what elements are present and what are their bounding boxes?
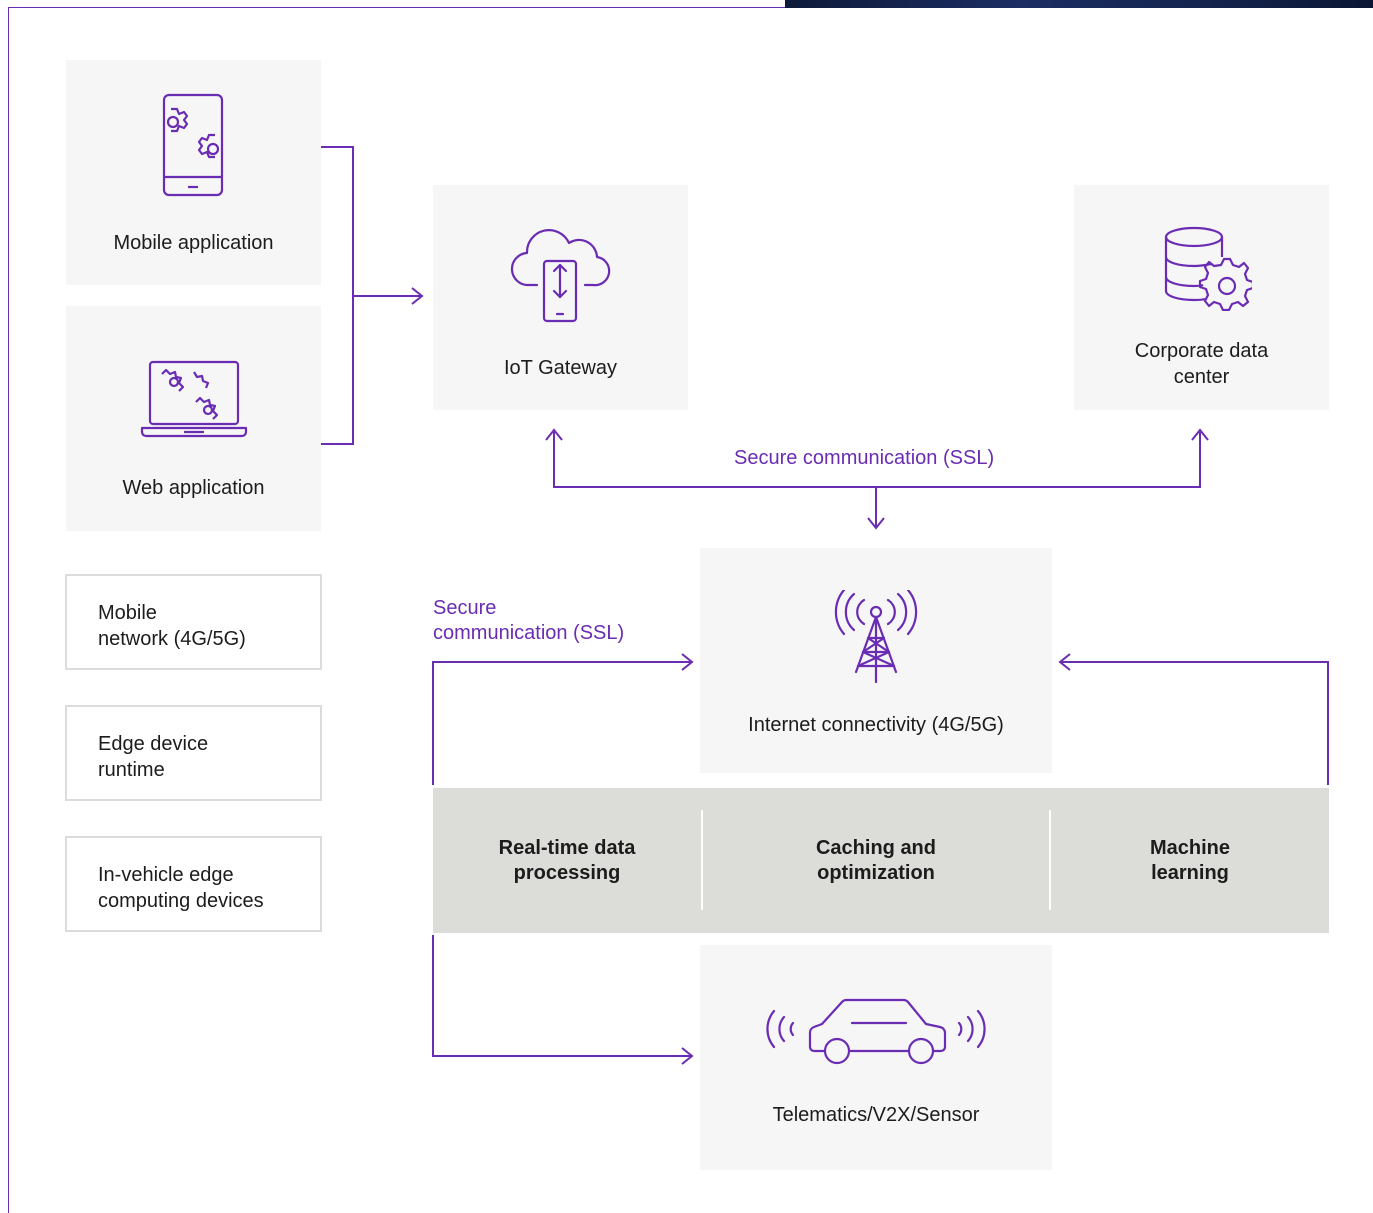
legend-box-mobile-network-label: Mobile network (4G/5G) <box>98 602 246 650</box>
internet-connectivity-node: Internet connectivity (4G/5G) <box>700 548 1052 773</box>
band-separator <box>1049 810 1051 910</box>
legend-box-in-vehicle-devices-label: In-vehicle edge computing devices <box>98 864 264 912</box>
iot-gateway-label: IoT Gateway <box>503 357 618 379</box>
ml-to-internet-line <box>1060 661 1329 785</box>
corporate-data-center-label: Corporate data center <box>1134 340 1269 388</box>
edge-to-internet-line <box>432 661 692 785</box>
internet-connectivity-label: Internet connectivity (4G/5G) <box>748 714 1004 736</box>
secure-communication-left-label: Secure communication (SSL) <box>433 597 625 644</box>
gateway-up-arrowhead <box>545 428 563 441</box>
cell-tower-icon <box>834 590 918 684</box>
database-gear-icon <box>1164 226 1252 311</box>
legend-box-edge-runtime: Edge device runtime <box>65 705 322 801</box>
cloud-phone-sync-icon <box>510 229 611 323</box>
secure-communication-top-label: Secure communication (SSL) <box>734 447 995 469</box>
apps-to-gateway-arrowhead <box>411 287 424 305</box>
bus-to-internet-arrowhead <box>867 517 885 530</box>
frame-top-border <box>8 7 785 8</box>
smartphone-gears-icon <box>162 93 224 197</box>
web-application-node: Web application <box>66 306 321 531</box>
telematics-label: Telematics/V2X/Sensor <box>772 1104 980 1126</box>
mobile-application-label: Mobile application <box>113 232 274 254</box>
telematics-node: Telematics/V2X/Sensor <box>700 945 1052 1170</box>
edge-to-internet-arrowhead <box>681 653 694 671</box>
ml-to-internet-arrowhead <box>1058 653 1071 671</box>
legend-box-mobile-network: Mobile network (4G/5G) <box>65 574 322 670</box>
edge-to-telematics-arrowhead <box>681 1047 694 1065</box>
web-application-label: Web application <box>122 477 265 499</box>
datacenter-up-arrowhead <box>1191 428 1209 441</box>
edge-function-machine-learning: Machine learning <box>1149 836 1231 884</box>
legend-box-in-vehicle-devices: In-vehicle edge computing devices <box>65 836 322 932</box>
legend-box-edge-runtime-label: Edge device runtime <box>98 733 209 781</box>
header-image-strip <box>785 0 1373 8</box>
edge-function-caching: Caching and optimization <box>815 836 936 884</box>
frame-left-border <box>8 7 9 1213</box>
edge-function-real-time: Real-time data processing <box>498 836 636 884</box>
corporate-data-center-node: Corporate data center <box>1074 185 1329 410</box>
edge-to-telematics-line <box>432 935 692 1057</box>
iot-gateway-node: IoT Gateway <box>433 185 688 410</box>
laptop-gears-icon <box>140 360 248 438</box>
edge-functions-band: Real-time data processing Caching and op… <box>433 788 1329 933</box>
mobile-application-node: Mobile application <box>66 60 321 285</box>
band-separator <box>701 810 703 910</box>
apps-bracket-line <box>317 146 354 445</box>
connected-car-icon <box>766 998 986 1065</box>
